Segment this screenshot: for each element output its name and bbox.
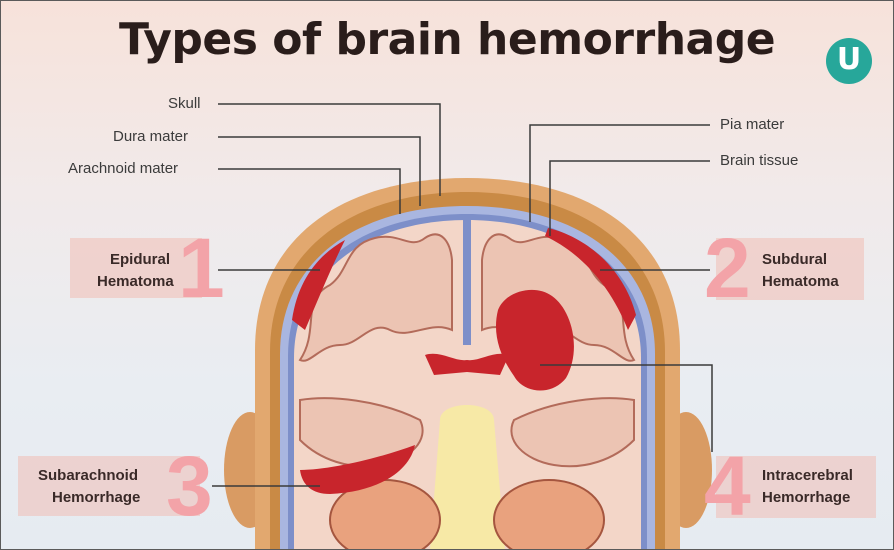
subarachnoid-label-line1: Subarachnoid <box>38 466 138 485</box>
intracerebral-label-line2: Hemorrhage <box>762 488 850 507</box>
brand-logo-icon: U <box>826 38 872 84</box>
subarachnoid-label-line2: Hemorrhage <box>52 488 140 507</box>
leader-skull <box>218 104 440 196</box>
label-dura-mater: Dura mater <box>113 128 188 146</box>
intracerebral-label-line1: Intracerebral <box>762 466 853 485</box>
brainstem <box>430 405 505 550</box>
epidural-label-line1: Epidural <box>110 250 170 269</box>
epidural-label-line2: Hematoma <box>97 272 174 291</box>
type-number-3: 3 <box>166 444 213 528</box>
subdural-label-line1: Subdural <box>762 250 827 269</box>
label-brain-tissue: Brain tissue <box>720 152 798 170</box>
cerebellum-right <box>494 480 604 550</box>
type-number-1: 1 <box>178 226 225 310</box>
type-number-4: 4 <box>704 444 751 528</box>
type-number-2: 2 <box>704 226 751 310</box>
page-title: Types of brain hemorrhage <box>0 10 894 70</box>
label-arachnoid-mater: Arachnoid mater <box>68 160 178 178</box>
subdural-label-line2: Hematoma <box>762 272 839 291</box>
label-pia-mater: Pia mater <box>720 116 784 134</box>
label-skull: Skull <box>168 95 201 113</box>
